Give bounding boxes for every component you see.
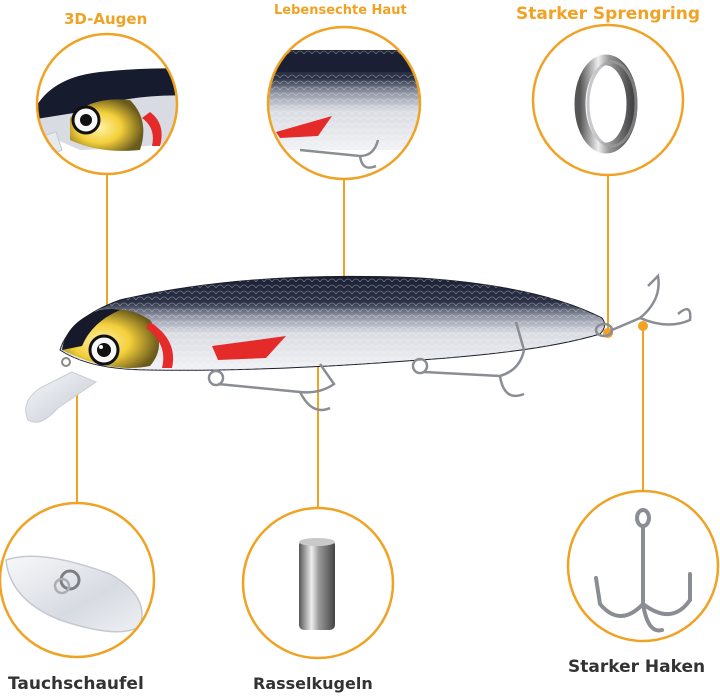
red-stripe	[212, 336, 286, 360]
label-rattle-balls: Rasselkugeln	[253, 674, 373, 693]
callout-lines	[76, 174, 644, 508]
tail-hook	[594, 273, 692, 338]
feature-circle-skin	[266, 25, 422, 181]
feature-circle-split-ring	[531, 23, 685, 177]
belly-hook-front	[207, 363, 336, 412]
feature-circle-eyes	[35, 32, 179, 176]
label-split-ring: Starker Sprengring	[516, 4, 700, 24]
label-lifelike-skin: Lebensechte Haut	[274, 3, 407, 18]
gill-mark	[146, 322, 174, 368]
feature-circle-rattle	[241, 506, 395, 660]
lure-eye	[88, 334, 120, 366]
feature-circle-hook	[566, 489, 720, 643]
label-3d-eyes: 3D-Augen	[64, 10, 148, 28]
fishing-lure	[25, 273, 692, 423]
label-treble-hook: Starker Haken	[568, 657, 706, 677]
lure-lip	[25, 371, 98, 423]
belly-hook-rear	[411, 321, 526, 398]
feature-circle-diving-lip	[0, 501, 156, 659]
label-diving-lip: Tauchschaufel	[8, 674, 144, 694]
